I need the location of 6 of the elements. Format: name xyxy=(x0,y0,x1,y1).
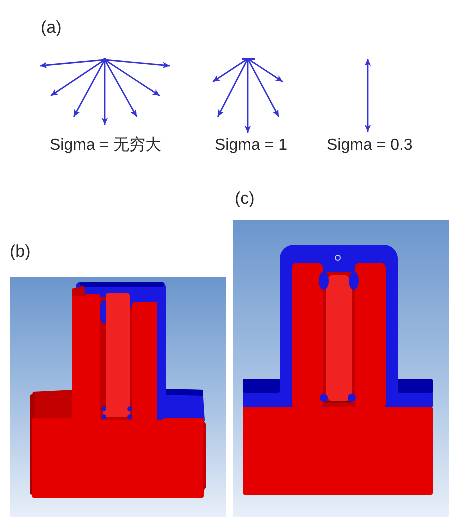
sigma-label: Sigma = 1 xyxy=(215,138,288,154)
sigma-label: Sigma = 0.3 xyxy=(327,138,413,154)
panel-label: (b) xyxy=(10,243,31,260)
panel-label: (c) xyxy=(235,190,255,207)
sigma-label: Sigma = 无穷大 xyxy=(50,138,162,154)
panel-label: (a) xyxy=(41,19,62,36)
